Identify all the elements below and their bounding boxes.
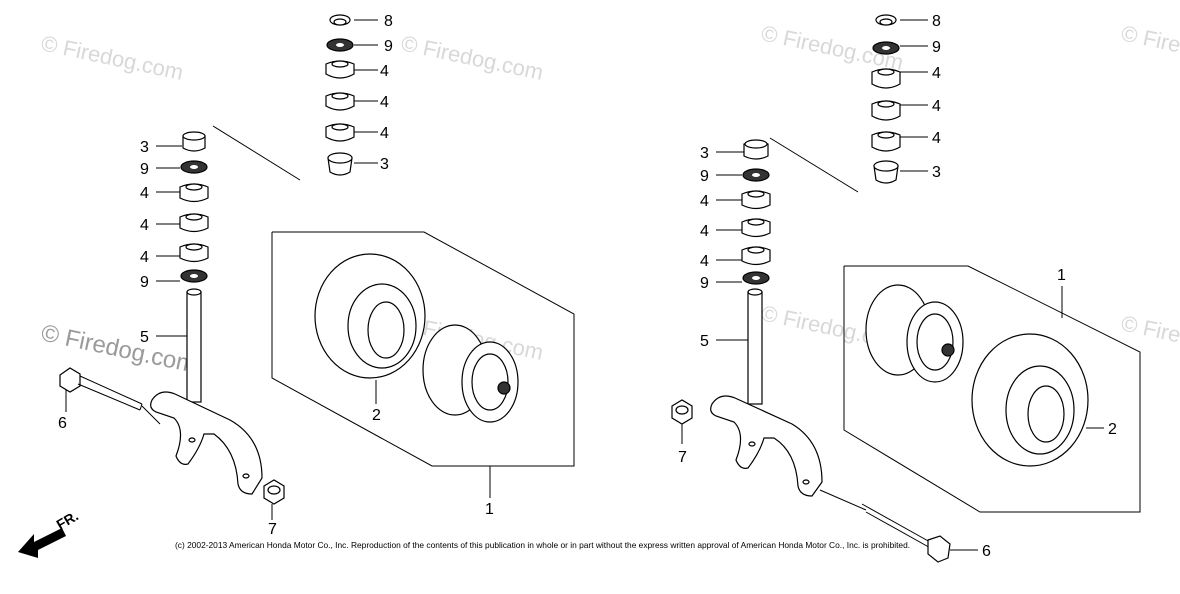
fork-bracket (150, 391, 263, 495)
arrow-icon (18, 528, 66, 558)
callout-label: 2 (372, 407, 381, 424)
callout-label: 9 (384, 38, 393, 55)
callout-label: 4 (140, 249, 149, 266)
bushing-icon (741, 218, 771, 238)
wheel-rim (865, 284, 964, 383)
callout-label: 4 (380, 94, 389, 111)
callout-label: 4 (140, 185, 149, 202)
bolt: 6 (819, 489, 991, 563)
callout-label: 9 (700, 275, 709, 292)
watermarks: © Firedog.com © Firedog.com © Firedog.co… (39, 20, 1180, 378)
watermark-main: © Firedog.com (39, 319, 199, 378)
wheel-rim (422, 324, 519, 423)
tire: 2 (971, 333, 1117, 467)
bushing-icon (325, 92, 355, 111)
clip-icon (329, 14, 351, 26)
right-top-stack: 8 9 4 4 4 3 (871, 13, 941, 184)
bushing-icon (179, 243, 209, 263)
wheel-assembly-box: 1 (843, 265, 1141, 513)
bushing-icon (871, 100, 901, 121)
left-top-stack: 8 9 4 4 4 3 (325, 13, 393, 176)
callout-label: 3 (700, 145, 709, 162)
right-assembly: 8 9 4 4 4 3 3 9 4 4 4 9 (671, 13, 1141, 563)
direction-label: FR. (54, 507, 82, 532)
callout-label: 1 (485, 501, 494, 518)
callout-label: 9 (140, 161, 149, 178)
nut: 7 (671, 399, 693, 466)
spindle-shaft: 5 (700, 288, 763, 405)
bushing-icon (325, 60, 355, 79)
callout-label: 5 (700, 333, 709, 350)
front-direction-arrow: FR. (18, 507, 81, 558)
bushing-icon (325, 123, 355, 142)
watermark-7: © Firedog.com (1119, 310, 1180, 365)
fork-bracket (710, 395, 823, 497)
collar-icon (327, 152, 353, 176)
clip-icon (875, 14, 897, 26)
watermark-1: © Firedog.com (39, 30, 186, 85)
callout-label: 4 (700, 193, 709, 210)
spindle-shaft: 5 (140, 288, 202, 403)
callout-label: 4 (932, 65, 941, 82)
callout-label: 9 (140, 274, 149, 291)
collar-icon (873, 160, 899, 184)
callout-label: 3 (140, 139, 149, 156)
callout-label: 4 (932, 130, 941, 147)
callout-label: 6 (982, 543, 991, 560)
callout-label: 4 (380, 125, 389, 142)
callout-label: 4 (932, 98, 941, 115)
watermark-2: © Firedog.com (399, 30, 546, 85)
callout-label: 3 (380, 156, 389, 173)
callout-label: 8 (932, 13, 941, 30)
callout-label: 6 (58, 415, 67, 432)
callout-label: 4 (140, 217, 149, 234)
left-spindle-stack: 3 9 4 4 4 9 (140, 131, 209, 291)
washer-icon (180, 269, 208, 283)
callout-label: 2 (1108, 421, 1117, 438)
callout-label: 1 (1057, 267, 1066, 284)
bolt: 6 (58, 367, 161, 432)
washer-icon (326, 38, 354, 52)
tire: 2 (314, 253, 426, 424)
callout-label: 4 (700, 223, 709, 240)
bushing-icon (179, 213, 209, 233)
washer-icon (180, 160, 208, 174)
callout-label: 7 (268, 521, 277, 538)
bushing-icon (871, 131, 901, 152)
left-assembly: 8 9 4 4 4 3 3 9 4 4 4 (58, 13, 575, 538)
wheel-assembly-box: 1 (271, 231, 575, 518)
collar-icon (743, 139, 769, 160)
callout-label: 4 (380, 63, 389, 80)
washer-icon (742, 168, 770, 182)
bushing-icon (179, 183, 209, 203)
watermark-4: © Firedog.com (1119, 20, 1180, 75)
callout-label: 8 (384, 13, 393, 30)
callout-label: 3 (932, 164, 941, 181)
bushing-icon (871, 68, 901, 89)
nut: 7 (263, 479, 285, 538)
copyright-notice: (c) 2002-2013 American Honda Motor Co., … (175, 540, 910, 550)
washer-icon (742, 271, 770, 285)
bushing-icon (741, 190, 771, 210)
washer-icon (872, 41, 900, 55)
callout-label: 9 (700, 168, 709, 185)
callout-label: 9 (932, 39, 941, 56)
collar-icon (182, 131, 206, 152)
bushing-icon (741, 246, 771, 266)
callout-label: 7 (678, 449, 687, 466)
right-spindle-stack: 3 9 4 4 4 9 (700, 139, 771, 292)
callout-label: 5 (140, 329, 149, 346)
callout-label: 4 (700, 253, 709, 270)
